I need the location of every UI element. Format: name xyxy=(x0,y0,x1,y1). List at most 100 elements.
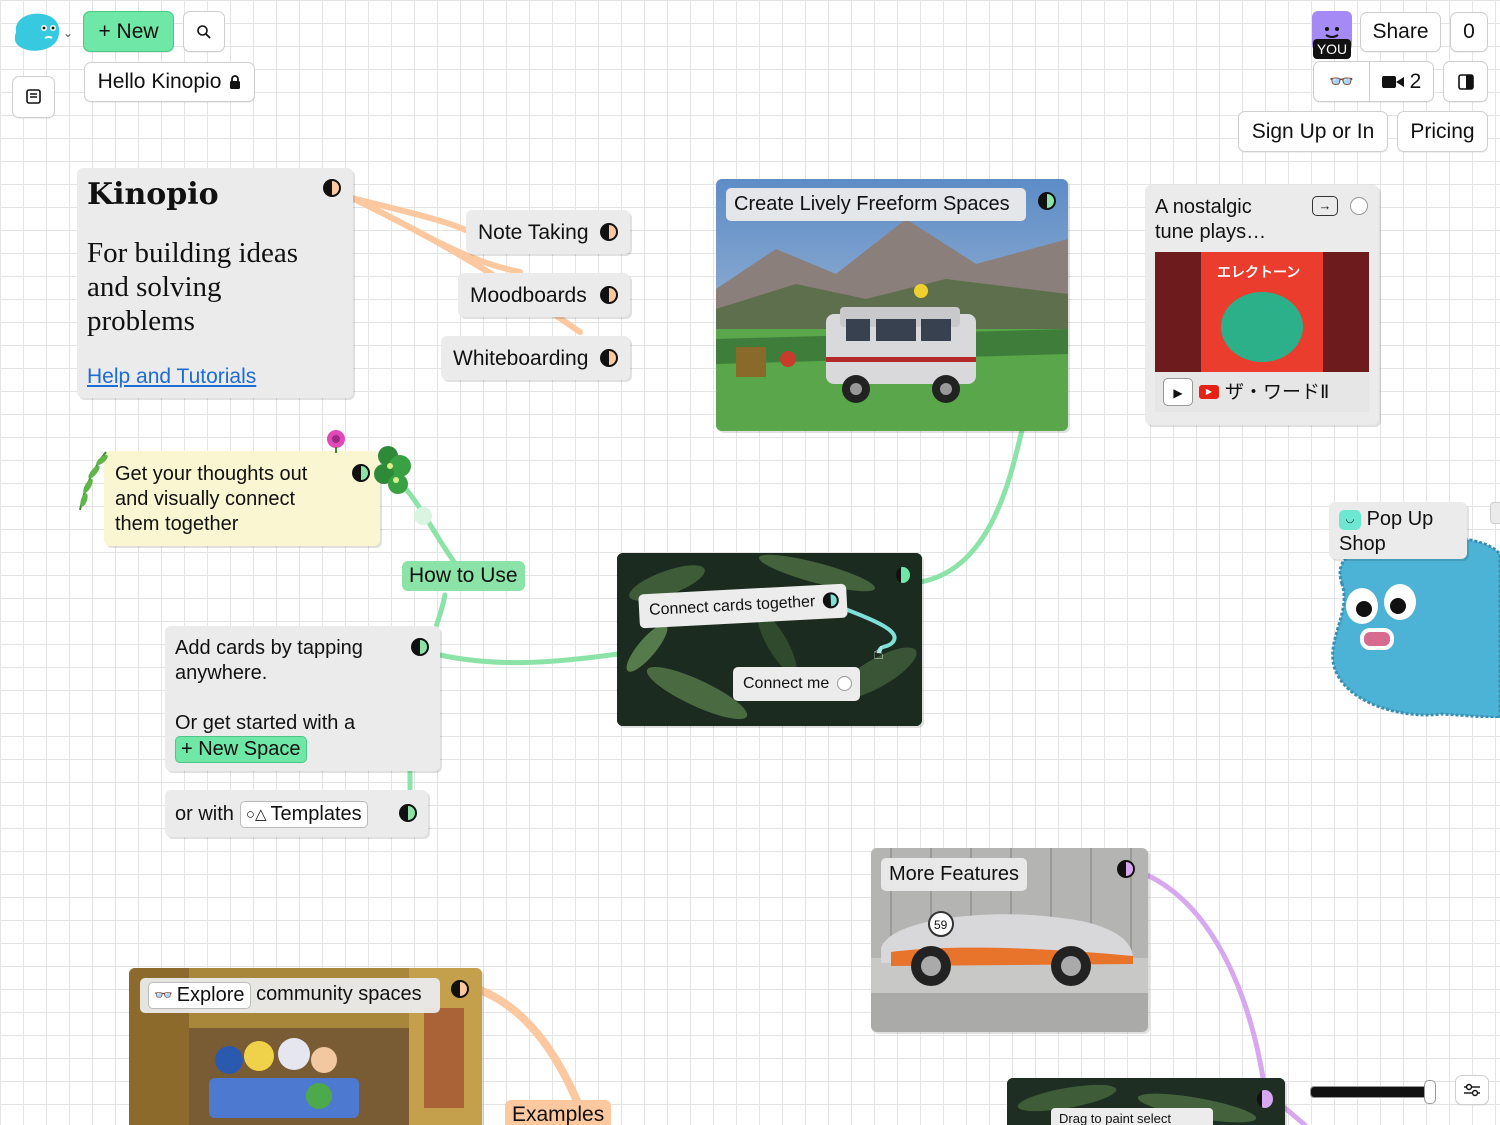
add-cards-connector[interactable] xyxy=(411,638,429,656)
thoughts-connector[interactable] xyxy=(352,464,370,482)
sidebar-icon xyxy=(25,89,41,104)
lively-spaces-connector[interactable] xyxy=(1038,192,1056,210)
add-cards-line2: Or get started with a xyxy=(175,712,356,734)
album-art-text: エレクトーン xyxy=(1217,264,1301,280)
sign-up-button[interactable]: Sign Up or In xyxy=(1238,111,1388,152)
hand-cursor-icon: ☝ xyxy=(873,643,884,663)
nostalgic-tune-connector[interactable] xyxy=(1350,197,1368,215)
chevron-down-icon[interactable]: ⌄ xyxy=(63,26,74,40)
whiteboarding-card[interactable]: Whiteboarding xyxy=(441,336,630,380)
add-cards-card[interactable]: Add cards by tapping anywhere. Or get st… xyxy=(165,626,440,771)
lively-spaces-title: Create Lively Freeform Spaces xyxy=(726,188,1026,221)
notification-count-button[interactable]: 0 xyxy=(1450,12,1488,52)
zoom-slider[interactable] xyxy=(1310,1080,1442,1104)
search-button[interactable] xyxy=(183,11,225,52)
explore-toggle-button[interactable]: 👓 xyxy=(1313,61,1370,102)
add-cards-line1: Add cards by tapping anywhere. xyxy=(175,637,363,684)
templates-button[interactable]: ○△ Templates xyxy=(239,801,368,828)
moodboards-card[interactable]: Moodboards xyxy=(458,273,630,317)
connect-demo-connector[interactable] xyxy=(896,567,910,583)
sidebar-toggle-button[interactable] xyxy=(12,76,55,118)
templates-connector[interactable] xyxy=(399,804,417,822)
pop-up-shop-card[interactable]: ◡ Pop Up Shop xyxy=(1329,502,1467,559)
how-to-use-label[interactable]: How to Use xyxy=(402,561,525,591)
pricing-label: Pricing xyxy=(1410,119,1475,143)
glasses-icon: 👓 xyxy=(154,987,173,1004)
examples-label[interactable]: Examples xyxy=(505,1100,612,1125)
help-tutorials-link[interactable]: Help and Tutorials xyxy=(87,365,257,388)
pricing-button[interactable]: Pricing xyxy=(1397,111,1488,152)
templates-card[interactable]: or with ○△ Templates xyxy=(165,790,428,837)
space-name: Hello Kinopio xyxy=(97,70,222,93)
connection-paint-offscreen xyxy=(1282,1105,1308,1125)
new-space-button[interactable]: + New Space xyxy=(175,736,307,763)
zoom-slider-fill xyxy=(1311,1087,1431,1097)
explore-title: 👓 Explore community spaces xyxy=(140,978,440,1013)
connect-me-card[interactable]: Connect me xyxy=(733,667,860,701)
connection-explore-examples xyxy=(476,986,584,1112)
thoughts-card[interactable]: Get your thoughts out and visually conne… xyxy=(104,451,380,546)
new-button[interactable]: + New xyxy=(83,11,174,52)
explore-label: Explore xyxy=(176,984,245,1006)
search-icon xyxy=(197,24,211,39)
more-features-connector[interactable] xyxy=(1117,860,1135,878)
pop-up-shop-label: Pop Up Shop xyxy=(1339,508,1434,555)
offscreen-card-edge[interactable] xyxy=(1490,502,1500,524)
kinopio-face-icon: ◡ xyxy=(1339,509,1361,530)
camera-icon xyxy=(1381,75,1404,88)
more-features-card[interactable]: 59 More Features xyxy=(871,848,1148,1032)
view-options-button[interactable] xyxy=(1455,1075,1489,1105)
connect-demo-card[interactable]: Connect cards together Connect me ☝ xyxy=(617,553,922,726)
explore-button[interactable]: 👓 Explore xyxy=(148,982,251,1009)
note-taking-connector[interactable] xyxy=(600,223,618,241)
kinopio-card-connector[interactable] xyxy=(323,179,341,197)
connection-kinopio-note-taking xyxy=(349,195,473,235)
paint-select-connector[interactable] xyxy=(1257,1090,1273,1108)
kinopio-logo-icon[interactable] xyxy=(10,10,62,54)
kinopio-card-body: For building ideas and solving problems xyxy=(87,237,299,337)
flower-decoration xyxy=(327,430,345,453)
open-url-icon[interactable]: → xyxy=(1312,196,1338,216)
space-name-button[interactable]: Hello Kinopio xyxy=(84,62,255,102)
connect-me-connector[interactable] xyxy=(837,676,852,691)
play-button[interactable]: ▶ xyxy=(1163,378,1193,406)
moodboards-connector[interactable] xyxy=(600,286,618,304)
connection-add-dark xyxy=(437,651,621,666)
share-label: Share xyxy=(1372,20,1429,43)
templates-shape-icon: ○△ xyxy=(245,806,267,823)
glasses-icon: 👓 xyxy=(1329,71,1354,93)
van-photo xyxy=(716,179,1068,431)
lock-icon xyxy=(230,74,241,89)
paint-select-card[interactable]: Drag to paint select xyxy=(1007,1078,1285,1125)
lively-spaces-card[interactable]: Create Lively Freeform Spaces xyxy=(716,179,1068,431)
explore-connector[interactable] xyxy=(451,980,469,998)
moodboards-label: Moodboards xyxy=(470,284,587,307)
paint-select-inner-card[interactable]: Drag to paint select xyxy=(1051,1108,1213,1125)
side-panel-icon xyxy=(1457,73,1474,90)
connect-together-connector[interactable] xyxy=(822,591,840,609)
share-button[interactable]: Share xyxy=(1360,12,1441,52)
connection-features-paint xyxy=(1137,869,1268,1093)
note-taking-card[interactable]: Note Taking xyxy=(466,210,630,254)
youtube-player-bar: ▶ ▶ ザ・ワードⅡ xyxy=(1155,372,1369,412)
nostalgic-tune-card[interactable]: A nostalgic tune plays… → エレクトーン ▶ ▶ ザ・ワ… xyxy=(1145,185,1379,425)
track-title: ザ・ワードⅡ xyxy=(1225,381,1330,403)
zoom-slider-thumb[interactable] xyxy=(1424,1080,1436,1104)
blue-creature-image xyxy=(1331,536,1500,718)
user-avatar[interactable]: YOU xyxy=(1312,11,1352,59)
explore-card[interactable]: 👓 Explore community spaces xyxy=(129,968,482,1125)
or-with-label: or with xyxy=(175,803,234,825)
side-panel-button[interactable] xyxy=(1443,61,1488,102)
user-label: YOU xyxy=(1313,39,1351,59)
kinopio-card[interactable]: Kinopio For building ideas and solving p… xyxy=(77,168,353,398)
templates-label: Templates xyxy=(270,803,362,825)
sign-up-label: Sign Up or In xyxy=(1251,119,1375,143)
whiteboarding-connector[interactable] xyxy=(600,349,618,367)
album-art: エレクトーン xyxy=(1155,252,1369,372)
thoughts-text: Get your thoughts out and visually conne… xyxy=(115,463,308,535)
svg-text:59: 59 xyxy=(934,918,948,932)
live-collaborators-button[interactable]: 2 xyxy=(1369,61,1434,102)
connect-me-label: Connect me xyxy=(743,675,830,692)
sliders-icon xyxy=(1464,1083,1480,1097)
